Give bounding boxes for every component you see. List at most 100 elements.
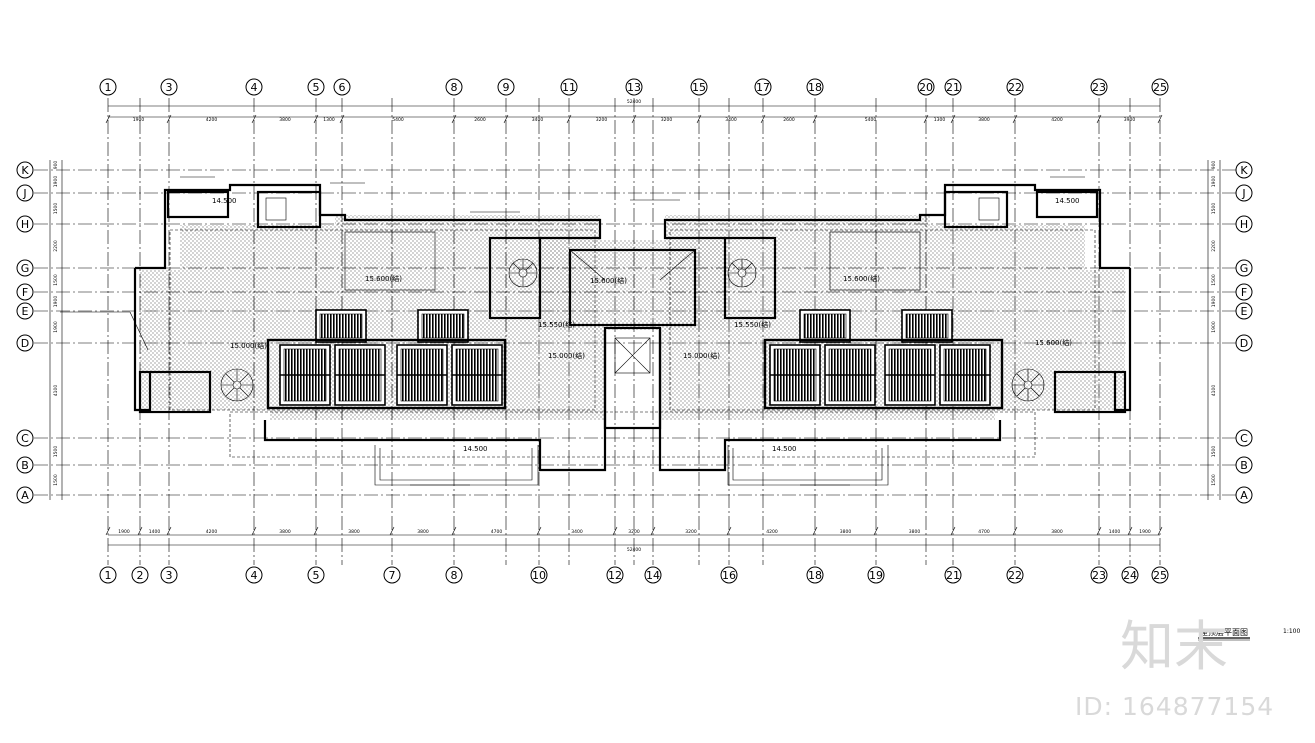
dimension-lines [49, 105, 1221, 546]
grid-label: 19 [869, 569, 883, 582]
dimension-label: 4200 [206, 117, 218, 123]
dimension-label: 1500 [1211, 474, 1217, 486]
louver-block [451, 344, 503, 406]
elevation-label: 15.000(结) [230, 341, 267, 350]
grid-bubble-right: D [1235, 334, 1253, 352]
grid-bubble-left: E [16, 302, 34, 320]
grid-label: 4 [251, 81, 258, 94]
dimension-label: 1500 [1211, 274, 1217, 286]
dimension-label: 4700 [978, 529, 990, 535]
dimension-label: 3200 [661, 117, 673, 123]
louver-block [824, 344, 876, 406]
dimension-label: 1400 [149, 529, 161, 535]
louver-block [799, 309, 851, 343]
grid-bubble-bottom: 23 [1090, 566, 1108, 584]
grid-label: J [22, 187, 26, 200]
grid-label: 18 [808, 81, 822, 94]
grid-label: G [1240, 262, 1249, 275]
grid-label: 21 [946, 569, 960, 582]
roof-louver-blocks [266, 309, 1004, 410]
grid-label: C [1240, 432, 1248, 445]
grid-bubble-top: 22 [1006, 78, 1024, 96]
dimension-label: 1500 [53, 274, 59, 286]
grid-bubble-bottom: 5 [307, 566, 325, 584]
grid-bubble-bottom: 8 [445, 566, 463, 584]
grid-bubble-bottom: 10 [530, 566, 548, 584]
grid-bubble-top: 21 [944, 78, 962, 96]
dimension-label: 1900 [133, 117, 145, 123]
dimension-label: 4100 [1211, 385, 1217, 397]
grid-label: 21 [946, 81, 960, 94]
grid-label: K [21, 164, 29, 177]
dimension-label: 1900 [118, 529, 130, 535]
dimension-label: 1400 [1109, 529, 1121, 535]
louver-frame [763, 338, 1004, 410]
louver-block [279, 344, 331, 406]
grid-label: 23 [1092, 569, 1106, 582]
dimension-label: 5400 [392, 117, 404, 123]
grid-label: 7 [389, 569, 396, 582]
grid-bubble-left: K [16, 161, 34, 179]
grid-bubble-top: 6 [333, 78, 351, 96]
dimension-label: 1500 [1211, 446, 1217, 458]
grid-label: 23 [1092, 81, 1106, 94]
spiral-stair-center-left [508, 258, 538, 288]
grid-bubble-top: 20 [917, 78, 935, 96]
louver-block [884, 344, 936, 406]
dimension-label: 2600 [783, 117, 795, 123]
grid-label: A [1240, 489, 1248, 502]
grid-bubble-right: F [1235, 283, 1253, 301]
elevation-label: 15.600(结) [843, 274, 880, 283]
grid-label: 2 [137, 569, 144, 582]
grid-bubble-right: K [1235, 161, 1253, 179]
louver-block [334, 344, 386, 406]
overall-dimension-top: 52400 [627, 99, 641, 105]
grid-label: 15 [692, 81, 706, 94]
grid-bubble-bottom: 2 [131, 566, 149, 584]
dimension-label: 3800 [348, 529, 360, 535]
dimension-label: 3400 [725, 117, 737, 123]
central-shaft [603, 326, 662, 430]
grid-bubble-top: 9 [497, 78, 515, 96]
grid-label: 3 [166, 569, 173, 582]
grid-bubble-right: J [1235, 184, 1253, 202]
annotation-leaders [60, 176, 1125, 486]
dimension-label: 900 [53, 161, 59, 170]
dimension-label: 5400 [865, 117, 877, 123]
dimension-label: 1500 [1211, 203, 1217, 215]
grid-label: 8 [451, 569, 458, 582]
grid-label: 18 [808, 569, 822, 582]
dimension-label: 1500 [53, 203, 59, 215]
grid-bubble-bottom: 24 [1121, 566, 1139, 584]
grid-bubble-bottom: 19 [867, 566, 885, 584]
roof-plan-body [133, 183, 1132, 486]
grid-bubble-bottom: 25 [1151, 566, 1169, 584]
watermark-logo: 知末 [1120, 615, 1228, 678]
louver-block [417, 309, 469, 343]
grid-label: D [1240, 337, 1248, 350]
louver-block [939, 344, 991, 406]
grid-bubble-right: G [1235, 259, 1253, 277]
grid-label: 4 [251, 569, 258, 582]
spiral-stairs [220, 258, 1045, 402]
dimension-label: 1300 [934, 117, 946, 123]
grid-label: J [1241, 187, 1245, 200]
grid-label: 11 [562, 81, 576, 94]
grid-label: C [21, 432, 29, 445]
grid-label: F [1241, 286, 1247, 299]
dimension-label: 900 [1211, 161, 1217, 170]
grid-bubble-right: E [1235, 302, 1253, 320]
spiral-stair-center-right [727, 258, 757, 288]
grid-bubble-left: C [16, 429, 34, 447]
elevation-label: 15.000(结) [548, 351, 585, 360]
grid-bubble-top: 15 [690, 78, 708, 96]
overall-dimension-bottom: 52400 [627, 547, 641, 553]
grid-bubble-right: B [1235, 456, 1253, 474]
grid-label: 13 [627, 81, 641, 94]
dimension-label: 3800 [1051, 529, 1063, 535]
dimension-label: 1900 [1139, 529, 1151, 535]
grid-label: 1 [105, 81, 112, 94]
